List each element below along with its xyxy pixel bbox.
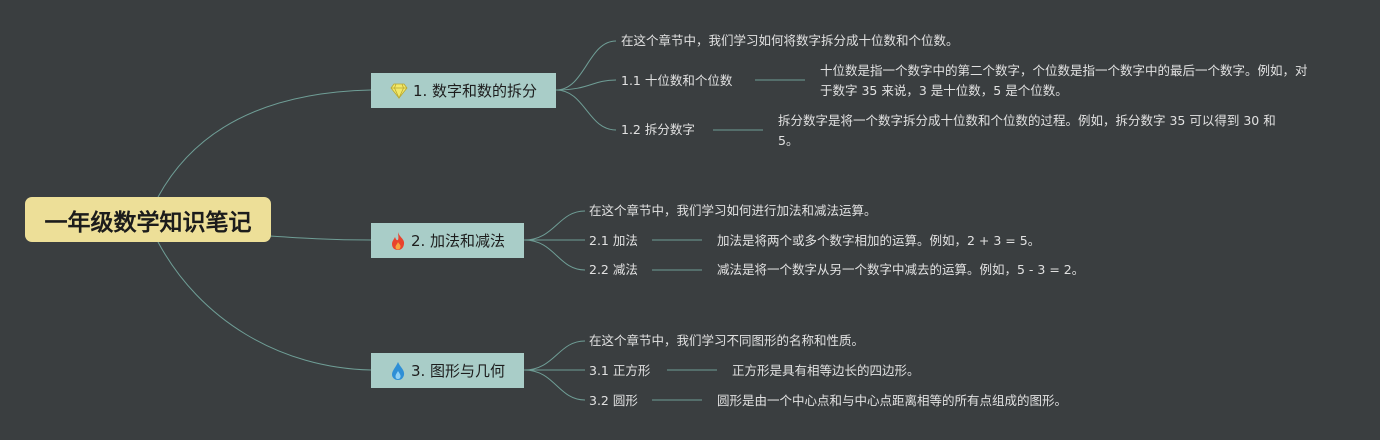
- branch-title-2: 2. 加法和减法: [410, 232, 506, 250]
- branch-1-item-2-label: 1.2 拆分数字: [621, 122, 695, 137]
- gem-icon: [390, 83, 408, 99]
- branch-1-item-1-label: 1.1 十位数和个位数: [621, 73, 733, 88]
- branch-2-item-2-label: 2.2 减法: [589, 262, 638, 277]
- branch-node-1[interactable]: 1. 数字和数的拆分: [371, 73, 556, 108]
- branch-1-item-2-detail: 拆分数字是将一个数字拆分成十位数和个位数的过程。例如，拆分数字 35 可以得到 …: [778, 113, 1276, 148]
- branch-2-intro: 在这个章节中，我们学习如何进行加法和减法运算。: [589, 203, 877, 218]
- branch-3-intro: 在这个章节中，我们学习不同图形的名称和性质。: [589, 333, 865, 348]
- fire-icon: [390, 231, 406, 251]
- branch-3-item-1-label: 3.1 正方形: [589, 363, 651, 378]
- water-drop-icon: [390, 361, 406, 381]
- branch-3-item-2-detail: 圆形是由一个中心点和与中心点距离相等的所有点组成的图形。: [717, 393, 1068, 408]
- branch-2-item-1-detail: 加法是将两个或多个数字相加的运算。例如，2 + 3 = 5。: [717, 233, 1041, 248]
- root-title: 一年级数学知识笔记: [44, 209, 252, 236]
- branch-title-3: 3. 图形与几何: [410, 362, 506, 380]
- branch-title-1: 1. 数字和数的拆分: [412, 82, 538, 100]
- branch-2-item-2-detail: 减法是将一个数字从另一个数字中减去的运算。例如，5 - 3 = 2。: [717, 262, 1085, 277]
- branch-3-item-2-label: 3.2 圆形: [589, 393, 638, 408]
- branch-1-intro: 在这个章节中，我们学习如何将数字拆分成十位数和个位数。: [621, 33, 959, 48]
- branch-3-item-1-detail: 正方形是具有相等边长的四边形。: [732, 363, 920, 378]
- branch-1-item-1-detail: 十位数是指一个数字中的第二个数字，个位数是指一个数字中的最后一个数字。例如，对于…: [820, 63, 1308, 98]
- branch-node-3[interactable]: 3. 图形与几何: [371, 353, 524, 388]
- branch-2-item-1-label: 2.1 加法: [589, 233, 638, 248]
- root-node[interactable]: 一年级数学知识笔记: [25, 197, 271, 242]
- branch-node-2[interactable]: 2. 加法和减法: [371, 223, 524, 258]
